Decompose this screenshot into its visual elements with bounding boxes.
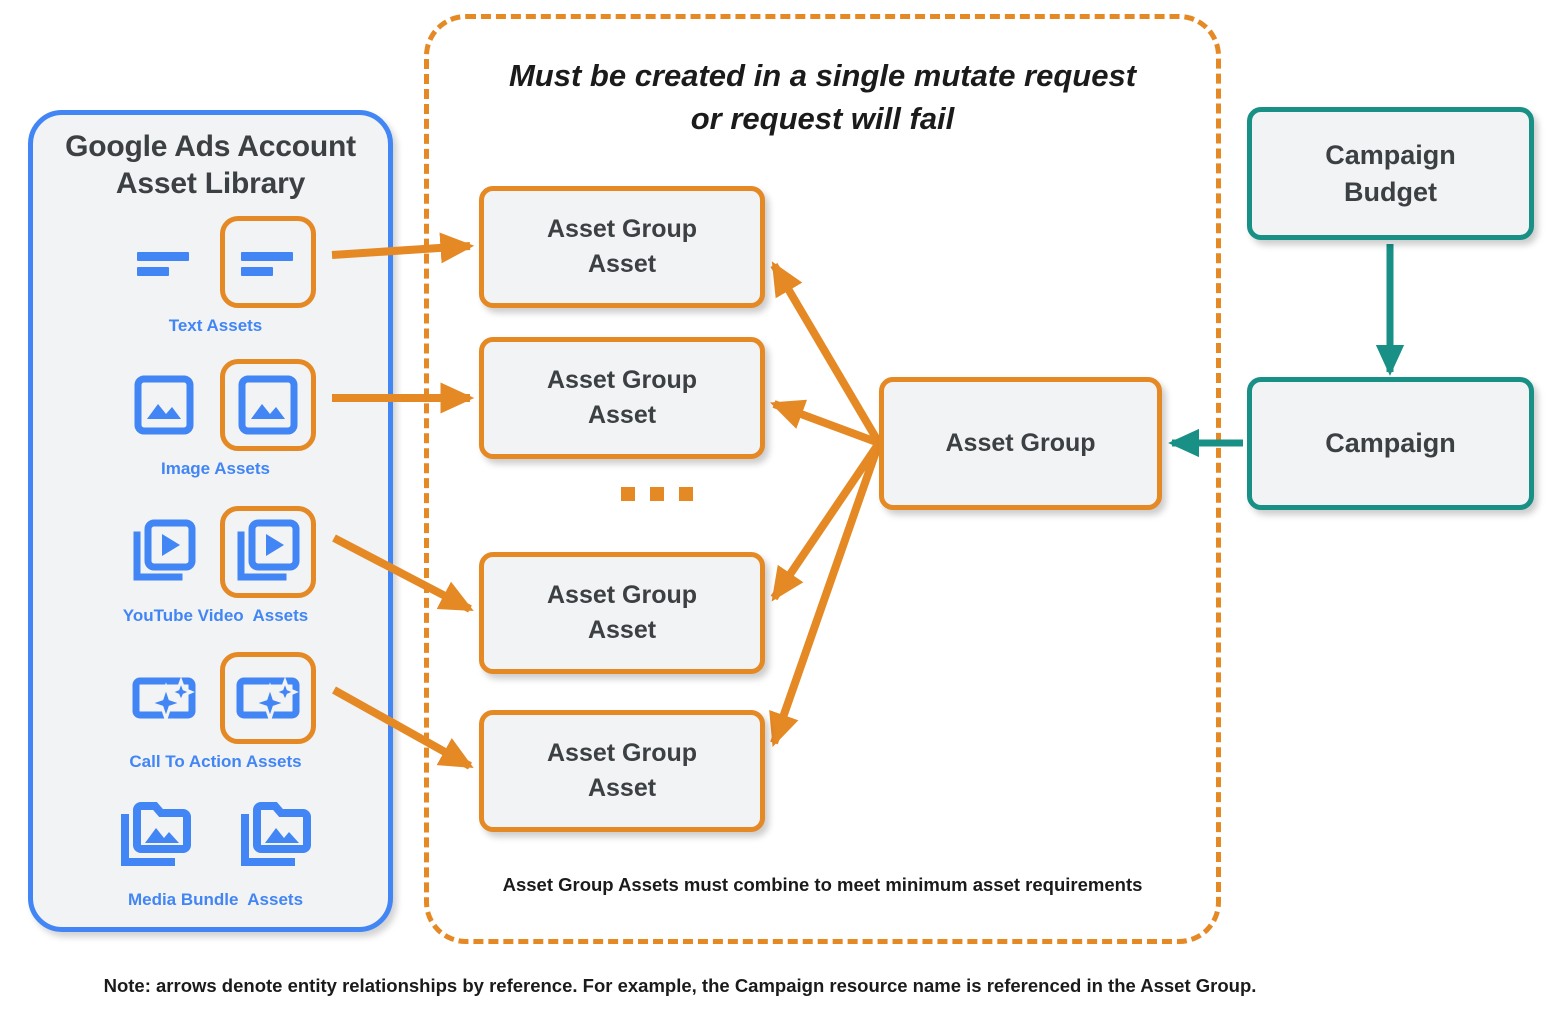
asset-group-asset-node-3[interactable]: Asset Group Asset (479, 552, 765, 674)
aga-1-line1: Asset Group (546, 214, 698, 243)
asset-group-asset-node-1[interactable]: Asset Group Asset (479, 186, 765, 308)
footer-note: Note: arrows denote entity relationships… (103, 975, 1257, 996)
mutate-region-title: Must be created in a single mutate reque… (424, 55, 1221, 141)
image-asset-icon (116, 359, 212, 451)
campaign-budget-node[interactable]: Campaign Budget (1247, 107, 1534, 240)
text-asset-icon-selected[interactable] (219, 216, 316, 308)
asset-group-asset-node-2[interactable]: Asset Group Asset (479, 337, 765, 459)
campaign-node[interactable]: Campaign (1247, 377, 1534, 510)
ellipsis-dot-2 (650, 487, 664, 501)
youtube-video-asset-icon-selected[interactable] (219, 506, 316, 598)
ellipsis-indicator (621, 487, 693, 501)
library-item-cta-assets[interactable]: Call To Action Assets (33, 649, 398, 772)
library-item-label-text: Text Assets (168, 316, 263, 335)
aga-3-line1: Asset Group (546, 580, 698, 609)
library-item-label-media-bundle: Media Bundle Assets (127, 890, 304, 909)
campaign-budget-line2: Budget (1344, 176, 1437, 207)
library-title: Google Ads Account Asset Library (33, 129, 388, 202)
asset-group-asset-node-4[interactable]: Asset Group Asset (479, 710, 765, 832)
mutate-request-region (424, 14, 1221, 944)
mutate-region-footnote: Asset Group Assets must combine to meet … (502, 874, 1143, 895)
library-item-label-cta: Call To Action Assets (129, 752, 302, 771)
library-item-label-video: YouTube Video Assets (122, 606, 309, 625)
media-bundle-asset-icon (108, 790, 204, 882)
ellipsis-dot-3 (679, 487, 693, 501)
library-title-line1: Google Ads Account (65, 130, 356, 163)
library-item-video-assets[interactable]: YouTube Video Assets (33, 503, 398, 626)
youtube-video-asset-icon (116, 506, 212, 598)
campaign-budget-line1: Campaign (1325, 139, 1456, 170)
mutate-title-line2: or request will fail (690, 100, 955, 136)
aga-2-line1: Asset Group (546, 365, 698, 394)
text-asset-icon (116, 216, 212, 308)
image-asset-icon-selected[interactable] (219, 359, 316, 451)
library-item-image-assets[interactable]: Image Assets (33, 356, 398, 479)
library-item-label-image: Image Assets (161, 459, 270, 478)
ellipsis-dot-1 (621, 487, 635, 501)
aga-2-line2: Asset (587, 401, 657, 429)
asset-group-node[interactable]: Asset Group (879, 377, 1162, 510)
asset-library-panel: Google Ads Account Asset Library Text As… (28, 110, 393, 932)
mutate-title-line1: Must be created in a single mutate reque… (508, 58, 1137, 93)
library-item-media-bundle-assets[interactable]: Media Bundle Assets (33, 787, 398, 910)
aga-1-line2: Asset (587, 250, 657, 278)
aga-4-line1: Asset Group (546, 738, 698, 767)
call-to-action-asset-icon (116, 652, 212, 744)
asset-group-label: Asset Group (945, 429, 1096, 457)
library-item-text-assets[interactable]: Text Assets (33, 213, 398, 336)
call-to-action-asset-icon-selected[interactable] (219, 652, 316, 744)
campaign-label: Campaign (1325, 428, 1456, 458)
library-title-line2: Asset Library (115, 166, 306, 200)
media-bundle-asset-icon-2 (228, 790, 324, 882)
aga-4-line2: Asset (587, 774, 657, 802)
aga-3-line2: Asset (587, 616, 657, 644)
